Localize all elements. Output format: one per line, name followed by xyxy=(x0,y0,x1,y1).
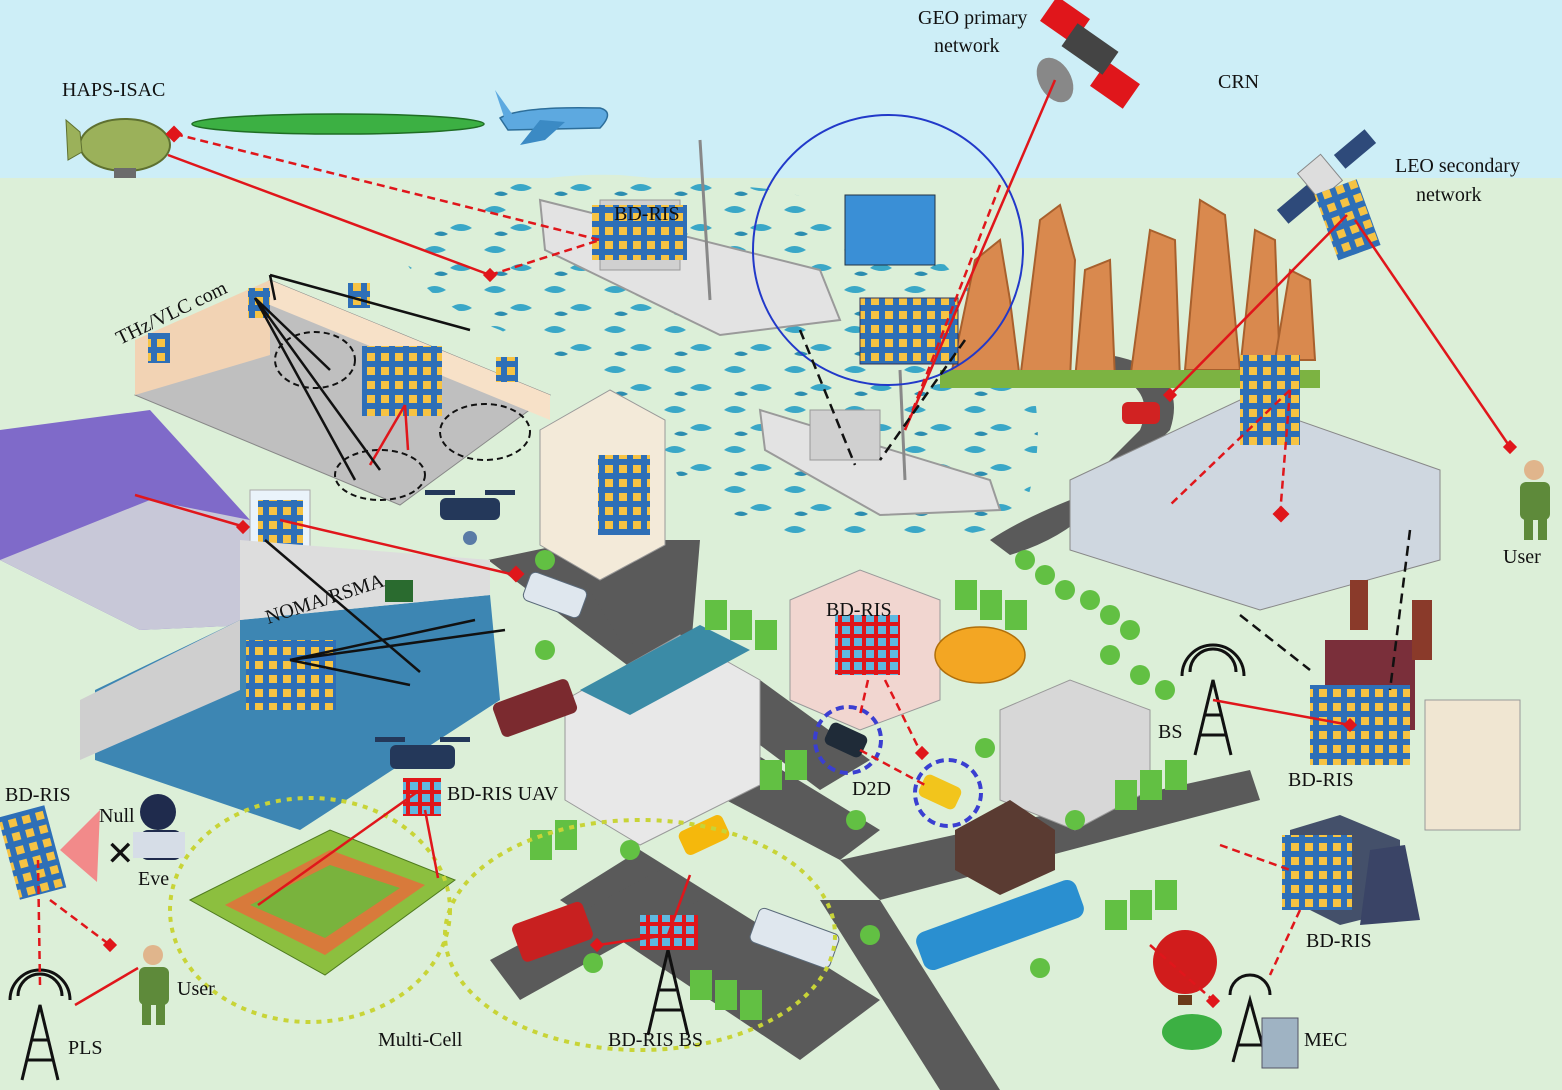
left-user-label: User xyxy=(177,978,215,1000)
drone-icon xyxy=(375,737,470,816)
building-ris-label: BD-RIS xyxy=(826,599,892,621)
bs-label: BS xyxy=(1158,721,1182,743)
sky xyxy=(0,0,1562,178)
antenna-tower-icon xyxy=(1228,973,1272,1063)
stadium-icon xyxy=(188,829,457,976)
factory-icon xyxy=(1069,355,1521,831)
ris-uav-label: BD-RIS UAV xyxy=(447,783,559,805)
drone-icon xyxy=(425,490,515,545)
rock-grass xyxy=(940,370,1320,388)
fishery-ris-panel xyxy=(859,297,959,365)
bus-icon xyxy=(512,901,593,962)
d2d-label: D2D xyxy=(852,778,891,800)
null-cross: ✕ xyxy=(106,834,135,874)
rock-formation xyxy=(948,198,1317,381)
leo-satellite-icon xyxy=(1276,129,1381,261)
multicell-label: Multi-Cell xyxy=(378,1029,463,1051)
left-ris-panel xyxy=(0,805,67,900)
geo-label-line1: GEO primary xyxy=(918,7,1027,29)
city-airship-icon xyxy=(934,626,1026,684)
haps-beam-ellipse xyxy=(191,113,485,135)
airplane-icon xyxy=(495,90,609,145)
ship-ris-label: BD-RIS xyxy=(614,203,680,225)
multicell-ring-right xyxy=(443,818,837,1052)
fishery-machine xyxy=(844,194,936,266)
mec-ris-label: BD-RIS xyxy=(1306,930,1372,952)
right-user-label: User xyxy=(1503,546,1541,568)
house xyxy=(955,800,1055,895)
car-icon xyxy=(824,722,868,758)
geo-label-line2: network xyxy=(934,35,1000,57)
left-ris-label: BD-RIS xyxy=(5,784,71,806)
ship-icon xyxy=(538,139,842,337)
antenna-tower-icon xyxy=(1180,643,1246,756)
pls-label: PLS xyxy=(68,1037,102,1059)
red-links xyxy=(36,79,1512,1007)
eavesdropper-icon xyxy=(133,794,185,860)
mec-label: MEC xyxy=(1304,1029,1347,1051)
eve-label: Eve xyxy=(138,868,169,890)
d2d-ring xyxy=(813,705,883,775)
null-beam xyxy=(60,810,100,882)
ship-icon xyxy=(758,369,1002,517)
balloon-icon xyxy=(1153,930,1222,1050)
car-icon xyxy=(918,774,962,810)
d2d-ring xyxy=(913,758,983,828)
tram-icon xyxy=(492,679,578,737)
factory-ris-label: BD-RIS xyxy=(1288,769,1354,791)
power-plant xyxy=(1282,815,1420,925)
bedroom xyxy=(0,410,311,630)
hospital-building xyxy=(789,569,941,731)
leo-label-line1: LEO secondary xyxy=(1395,155,1520,177)
tall-building xyxy=(539,389,666,581)
office-building xyxy=(134,279,552,506)
fishery-coverage-circle xyxy=(752,114,1024,386)
train-icon xyxy=(916,879,1084,971)
car-icon xyxy=(678,815,730,855)
user-icon xyxy=(139,945,169,1025)
null-label: Null xyxy=(99,805,135,827)
trees xyxy=(530,550,1187,1020)
user-icon xyxy=(1520,460,1550,540)
black-beams xyxy=(253,273,1412,691)
leo-label-line2: network xyxy=(1416,184,1482,206)
haps-label: HAPS-ISAC xyxy=(62,79,165,101)
tram-icon xyxy=(522,571,588,619)
office-tower xyxy=(564,625,761,846)
bus-icon xyxy=(749,907,840,969)
ris-bs-label: BD-RIS BS xyxy=(608,1029,703,1051)
haps-airship-icon xyxy=(65,118,171,178)
car-icon xyxy=(1122,402,1160,424)
mec-server xyxy=(1261,1017,1299,1069)
crn-label: CRN xyxy=(1218,71,1259,93)
